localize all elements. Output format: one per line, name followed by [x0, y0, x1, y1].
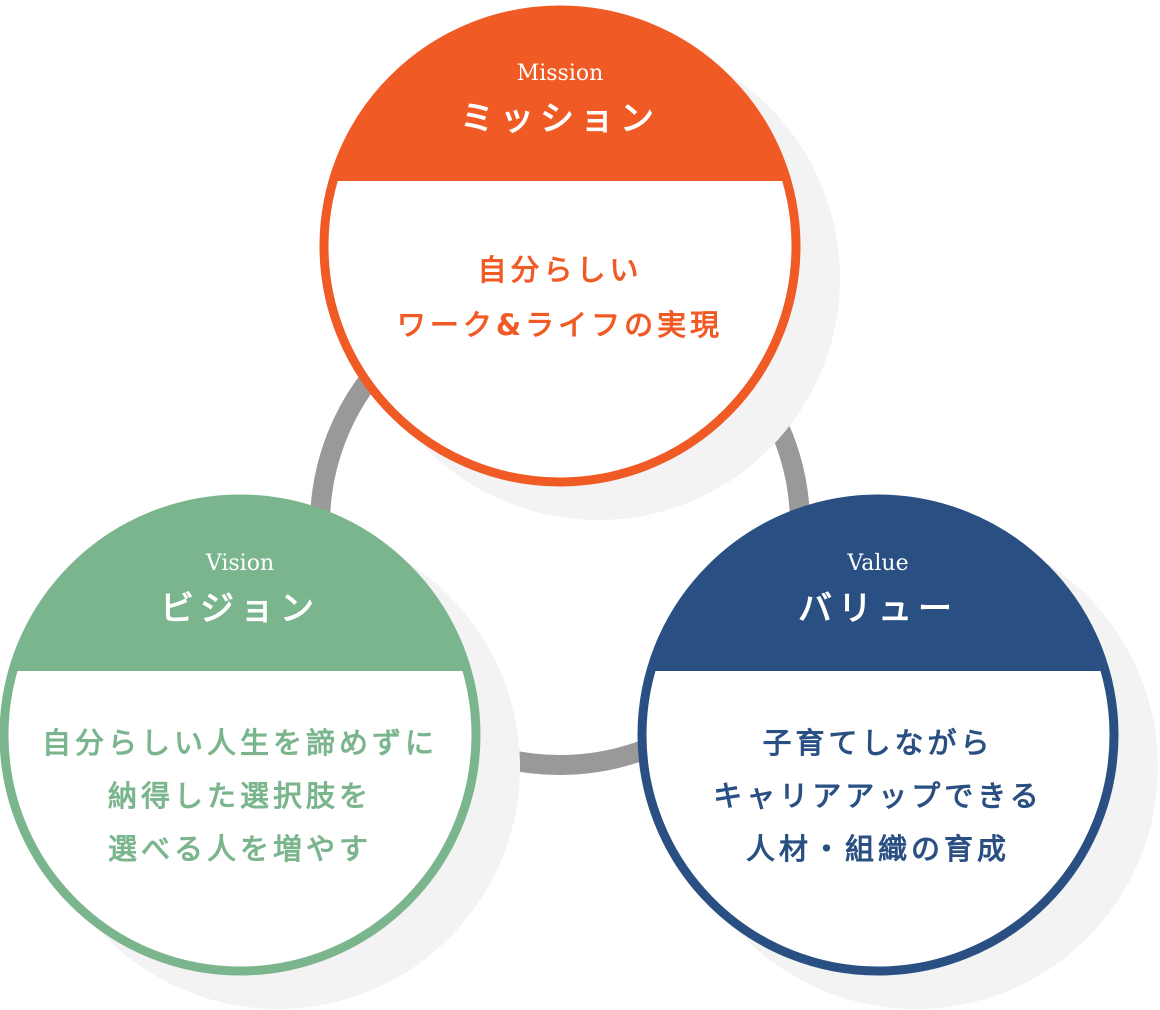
- mission-en-label: Mission: [517, 61, 604, 86]
- mission-jp-title: ミッション: [460, 99, 660, 139]
- vision-line-1: 自分らしい人生を諦めずに: [42, 726, 438, 760]
- vision-header-band: [4, 499, 476, 671]
- value-circle: Value バリュー 子育てしながら キャリアアップできる 人材・組織の育成: [637, 494, 1119, 976]
- vision-line-3: 選べる人を増やす: [108, 832, 372, 866]
- vision-line-2: 納得した選択肢を: [108, 779, 372, 813]
- value-line-1: 子育てしながら: [762, 726, 993, 760]
- value-line-3: 人材・組織の育成: [746, 832, 1010, 866]
- mission-line-2: ワーク&ライフの実現: [397, 308, 723, 342]
- value-line-2: キャリアアップできる: [713, 779, 1042, 813]
- mission-line-1: 自分らしい: [477, 253, 642, 287]
- value-jp-title: バリュー: [798, 589, 958, 629]
- value-en-label: Value: [846, 551, 908, 576]
- vision-circle: Vision ビジョン 自分らしい人生を諦めずに 納得した選択肢を 選べる人を増…: [0, 494, 481, 976]
- vision-en-label: Vision: [205, 551, 274, 576]
- vision-jp-title: ビジョン: [160, 589, 320, 629]
